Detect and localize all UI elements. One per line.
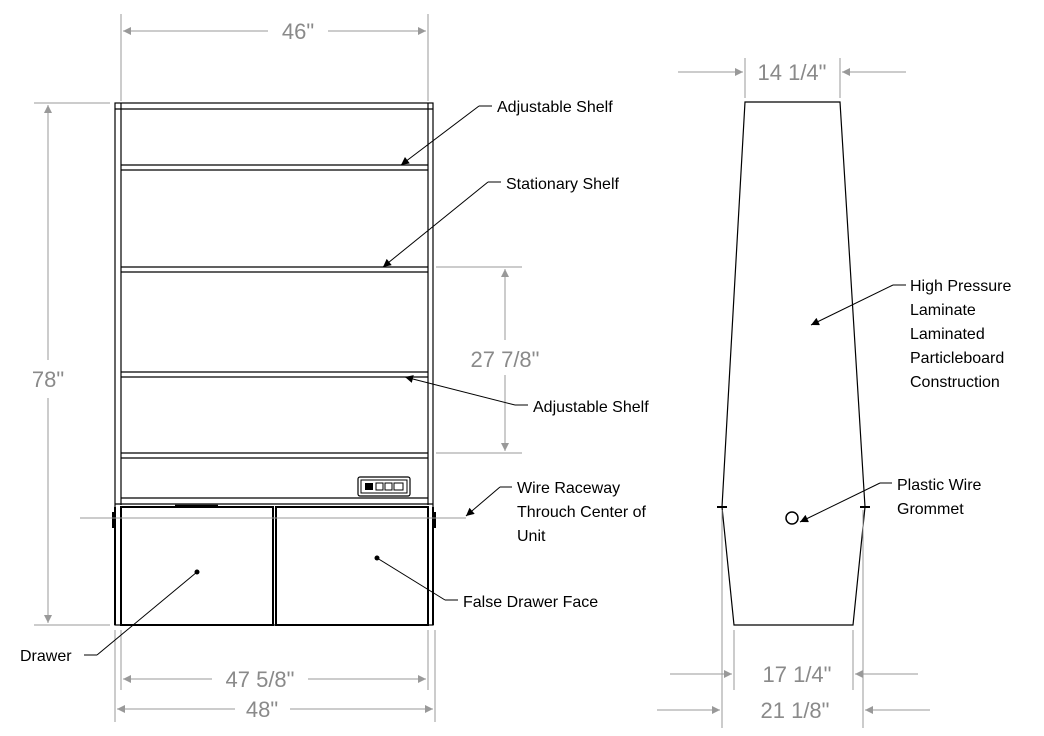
dim-shelf-span: 27 7/8" [436,266,540,454]
callout-stationary-shelf: Stationary Shelf [382,176,620,268]
dim-side-top: 14 1/4" [678,58,906,98]
dim-shelf-span-label: 27 7/8" [471,347,540,372]
dim-side-base-outer: 21 1/8" [657,510,930,728]
callout-laminate: High Pressure Laminate Laminated Particl… [810,278,1016,391]
drawer-right [275,506,429,626]
drawer-left [120,506,274,626]
dim-front-height: 78" [32,102,110,626]
dim-side-top-label: 14 1/4" [758,60,827,85]
dim-base-inner-label: 47 5/8" [226,667,295,692]
callout-false-drawer-face: False Drawer Face [376,557,598,611]
callout-stationary-shelf-label: Stationary Shelf [506,176,620,193]
dim-side-base-outer-label: 21 1/8" [761,698,830,723]
raceway-rail [115,497,433,508]
outlet-strip [357,476,411,497]
callout-wire-raceway: Wire Raceway Throuch Center of Unit [465,480,650,545]
callout-laminate-label: High Pressure Laminate Laminated Particl… [910,278,1016,391]
callout-grommet: Plastic Wire Grommet [799,477,986,523]
callout-false-drawer-face-label: False Drawer Face [463,594,598,611]
shelf-adjustable-1 [121,164,428,171]
dim-base-outer: 48" [114,630,436,722]
dim-base-inner: 47 5/8" [120,630,429,692]
callout-adjustable-shelf-top-label: Adjustable Shelf [497,99,613,116]
callout-drawer: Drawer [20,571,198,665]
dim-front-height-label: 78" [32,367,64,392]
side-outline [721,101,866,626]
callout-adjustable-shelf-lower-label: Adjustable Shelf [533,399,649,416]
dim-front-width: 46" [120,14,429,101]
callout-adjustable-shelf-top: Adjustable Shelf [400,99,613,166]
dim-base-outer-label: 48" [246,697,278,722]
shelf-adjustable-2 [121,371,428,378]
callout-adjustable-shelf-lower: Adjustable Shelf [404,375,649,416]
shelf-bottom [121,452,428,459]
callout-wire-raceway-label: Wire Raceway Throuch Center of Unit [517,480,650,545]
grommet-icon [785,511,799,525]
callout-drawer-label: Drawer [20,648,72,665]
front-view [80,102,466,626]
callout-grommet-label: Plastic Wire Grommet [897,477,986,518]
dim-side-base-inner: 17 1/4" [670,630,918,690]
dim-front-width-label: 46" [282,19,314,44]
shelf-stationary [121,266,428,273]
side-view [717,101,870,626]
dim-side-base-inner-label: 17 1/4" [763,662,832,687]
